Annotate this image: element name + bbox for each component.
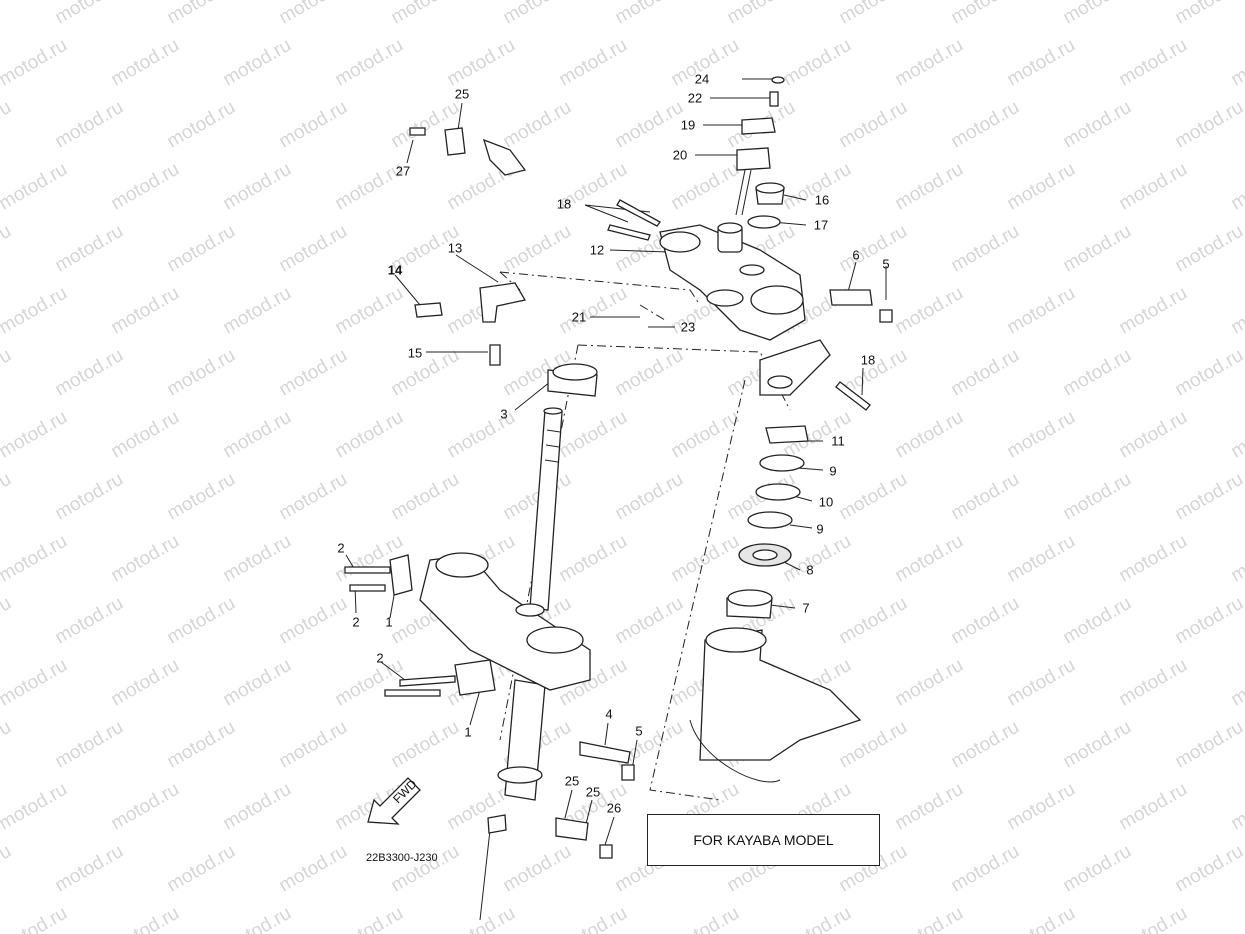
callout-5a: 5	[882, 256, 890, 272]
model-note-box: FOR KAYABA MODEL	[647, 814, 880, 866]
callout-1b: 1	[464, 724, 472, 740]
callout-25c: 25	[585, 784, 601, 800]
callout-20: 20	[672, 147, 688, 163]
callout-8: 8	[806, 562, 814, 578]
callout-6: 6	[852, 247, 860, 263]
callout-26: 26	[606, 800, 622, 816]
forward-arrow-icon: FWD	[364, 760, 434, 831]
bolts	[344, 127, 893, 859]
callout-1a: 1	[385, 614, 393, 630]
callout-22: 22	[687, 90, 703, 106]
bearing-cover-3	[547, 363, 598, 397]
callout-11: 11	[831, 433, 845, 449]
callout-3: 3	[500, 406, 508, 422]
callout-5b: 5	[635, 723, 643, 739]
callout-2b: 2	[352, 614, 360, 630]
callout-12: 12	[589, 242, 605, 258]
model-note-text: FOR KAYABA MODEL	[693, 832, 834, 848]
frame-head-pipe	[689, 627, 862, 783]
drawing-code: 22B3300-J230	[366, 852, 438, 864]
callout-10: 10	[818, 494, 834, 510]
callout-9a: 9	[829, 463, 837, 479]
bearing-stack	[726, 425, 809, 619]
callout-16: 16	[814, 192, 830, 208]
callout-24: 24	[694, 71, 710, 87]
callout-2a: 2	[337, 540, 345, 556]
callout-19: 19	[680, 117, 696, 133]
cable-brackets	[389, 127, 873, 841]
assembly-guide-lines	[499, 271, 791, 801]
steering-stem	[479, 407, 563, 921]
callout-27: 27	[395, 163, 411, 179]
callout-4: 4	[605, 706, 613, 722]
callout-7: 7	[802, 600, 810, 616]
callout-23: 23	[680, 319, 696, 335]
callout-15: 15	[407, 345, 423, 361]
steering-nut	[747, 182, 785, 229]
callout-13: 13	[447, 240, 463, 256]
callout-9b: 9	[816, 521, 824, 537]
callout-18a: 18	[556, 196, 572, 212]
handlebar-holder	[735, 76, 785, 216]
callout-14: 14	[387, 262, 403, 278]
callout-2c: 2	[376, 650, 384, 666]
upper-bracket	[659, 222, 806, 341]
leader-lines	[345, 78, 887, 846]
callout-18b: 18	[860, 352, 876, 368]
callout-25a: 25	[454, 86, 470, 102]
callout-21: 21	[571, 309, 587, 325]
under-bracket	[419, 552, 591, 691]
callout-17: 17	[813, 217, 829, 233]
callout-25b: 25	[564, 773, 580, 789]
